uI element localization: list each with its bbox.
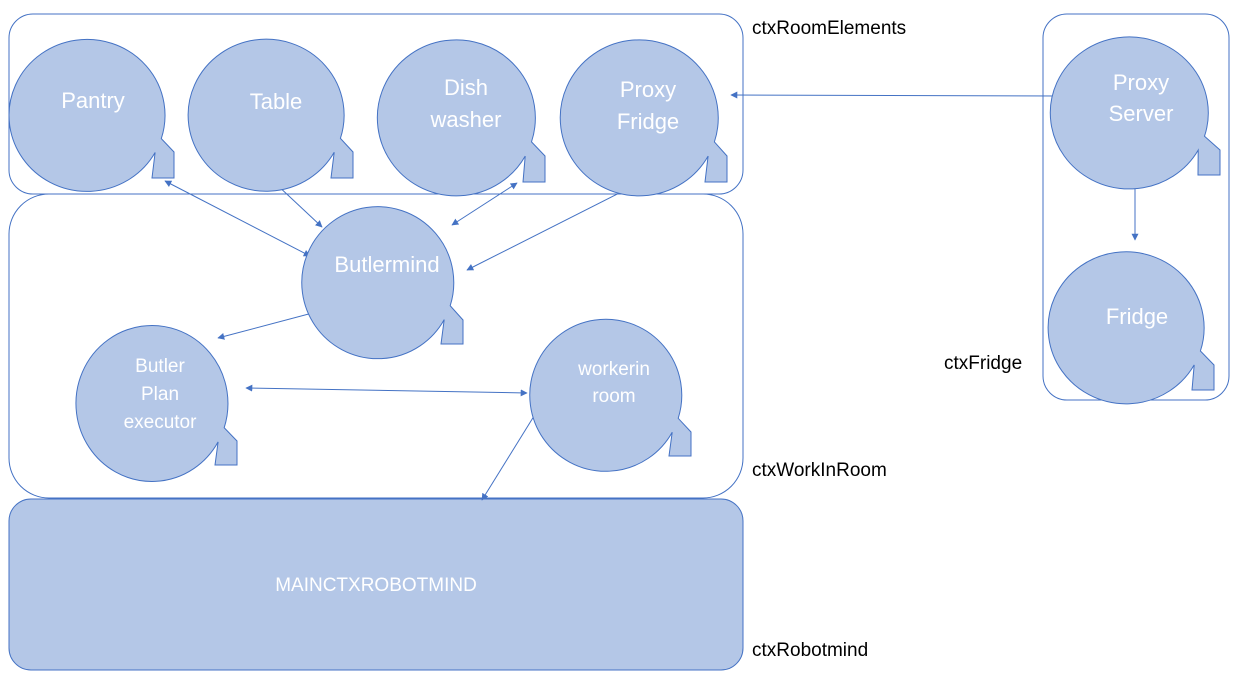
node-fridge: Fridge	[1047, 251, 1215, 405]
node-proxy-fridge-label: Proxy	[620, 77, 676, 102]
edge-workerin-robotmind	[481, 407, 540, 501]
ctx-room-elements-box	[8, 13, 744, 195]
node-proxy-server: Proxy Server	[1049, 36, 1221, 190]
node-executor-label-2: Plan	[141, 384, 179, 405]
node-dishwasher-label: Dish	[444, 75, 488, 100]
edge-butlermind-executor	[217, 309, 321, 340]
node-proxy-server-label-2: Server	[1109, 101, 1174, 126]
node-proxy-fridge-label-2: Fridge	[617, 109, 679, 134]
node-fridge-label: Fridge	[1106, 304, 1168, 329]
node-mainctxrobotmind-label: MAINCTXROBOTMIND	[275, 575, 477, 596]
node-pantry-label: Pantry	[61, 88, 125, 113]
node-butler-plan-executor: Butler Plan executor	[75, 324, 238, 482]
node-workerin-label-2: room	[592, 386, 635, 407]
node-butlermind: Butlermind	[301, 206, 464, 360]
node-proxy-server-label: Proxy	[1113, 70, 1169, 95]
ctx-work-in-room-label: ctxWorkInRoom	[752, 460, 887, 481]
node-pantry: Pantry	[8, 38, 175, 192]
node-dishwasher: Dish washer	[376, 39, 546, 197]
edge-executor-workerin	[245, 384, 528, 397]
edge-proxyfridge-proxyserver	[730, 91, 1062, 100]
node-workerin-label: workerin	[577, 359, 650, 380]
node-executor-label-3: executor	[124, 412, 198, 433]
ctx-robotmind-box	[8, 498, 744, 671]
edge-proxyfridge-butlermind	[466, 182, 640, 271]
node-dishwasher-label-2: washer	[430, 107, 502, 132]
node-table: Table	[187, 38, 354, 192]
node-butlermind-label: Butlermind	[334, 252, 439, 277]
ctx-robotmind-label: ctxRobotmind	[752, 640, 868, 661]
ctx-room-elements-label: ctxRoomElements	[752, 18, 906, 39]
node-table-label: Table	[250, 89, 303, 114]
node-proxy-fridge: Proxy Fridge	[559, 39, 728, 197]
edge-table-butlermind	[274, 182, 323, 228]
node-executor-label: Butler	[135, 356, 185, 377]
node-workerin-room: workerin room	[529, 318, 692, 472]
edge-pantry-butlermind	[164, 180, 311, 257]
ctx-fridge-label: ctxFridge	[944, 353, 1022, 374]
